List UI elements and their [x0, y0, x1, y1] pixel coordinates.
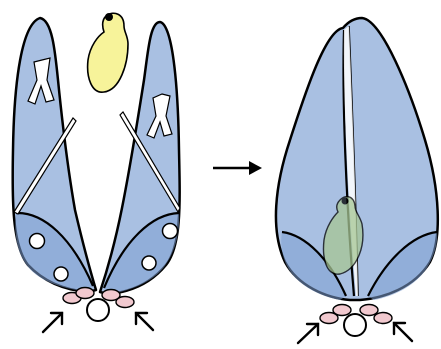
closed-flower-panel [276, 18, 438, 343]
spot-icon [30, 234, 45, 249]
open-flower-panel [13, 13, 180, 332]
insect-icon [88, 13, 128, 92]
base-beads [320, 305, 392, 337]
left-lobe-open [13, 18, 96, 292]
spot-icon [142, 256, 156, 270]
spot-icon [54, 267, 68, 281]
right-arrow-icon [213, 161, 262, 175]
spot-icon [163, 224, 178, 239]
